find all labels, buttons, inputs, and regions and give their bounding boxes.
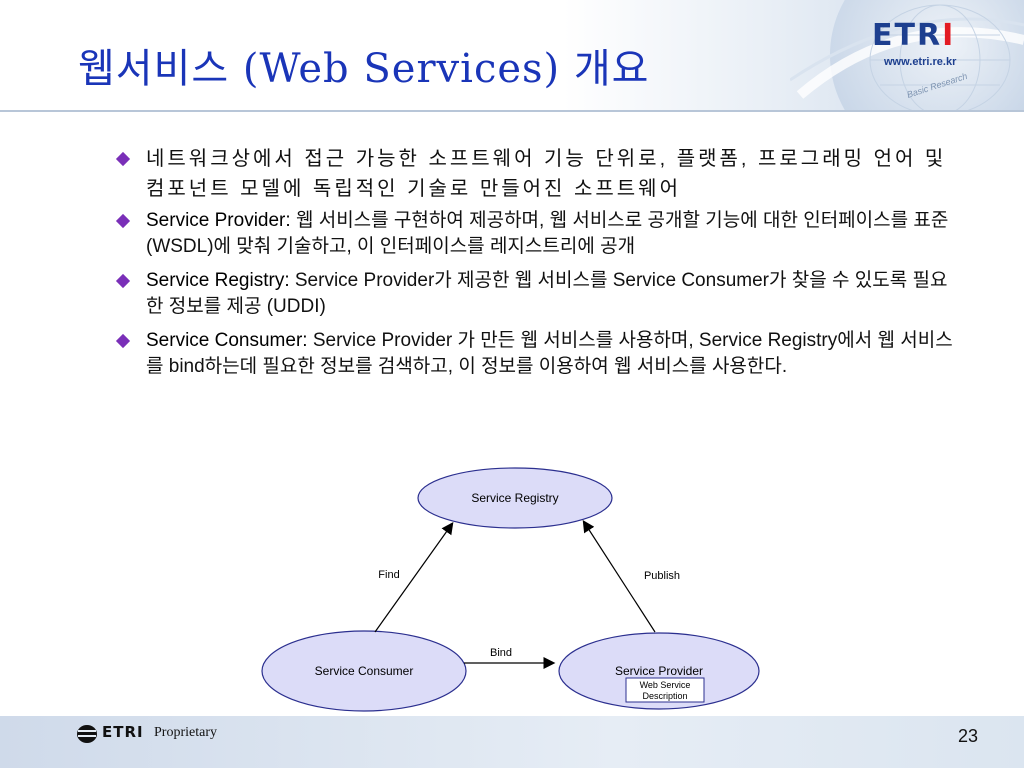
etri-footer-logo-icon — [77, 725, 97, 743]
logo-url: www.etri.re.kr — [884, 56, 957, 68]
bullet-term: Service Consumer: — [146, 330, 308, 351]
wsdl-label-line2: Description — [642, 691, 687, 701]
bullet-text: 네트워크상에서 접근 가능한 소프트웨어 기능 단위로, 플랫폼, 프로그래밍 … — [146, 148, 947, 200]
bullet-term: Service Provider: — [146, 210, 291, 231]
service-provider-label: Service Provider — [615, 664, 703, 678]
service-consumer-label: Service Consumer — [315, 664, 414, 678]
service-consumer-node — [261, 630, 467, 712]
bullet-list: 네트워크상에서 접근 가능한 소프트웨어 기능 단위로, 플랫폼, 프로그래밍 … — [115, 144, 956, 388]
bullet-service-consumer: Service Consumer: Service Provider 가 만든 … — [115, 328, 956, 380]
logo-text-main: ETR — [872, 18, 943, 53]
service-provider-node — [558, 632, 760, 710]
find-label: Find — [378, 569, 399, 581]
logo-text-end: I — [942, 18, 956, 53]
slide-footer — [0, 716, 1024, 768]
bullet-text: 웹 서비스를 구현하여 제공하며, 웹 서비스로 공개할 기능에 대한 인터페이… — [146, 210, 949, 257]
bullet-service-registry: Service Registry: Service Provider가 제공한 … — [115, 268, 956, 320]
web-service-diagram: Service Registry Service Consumer Servic… — [261, 467, 760, 712]
wsdl-label-line1: Web Service — [640, 680, 691, 690]
etri-logo: ETRI — [872, 18, 955, 53]
publish-arrow — [582, 519, 656, 633]
diamond-bullet-icon — [115, 213, 131, 229]
header-divider — [0, 110, 1024, 112]
diamond-bullet-icon — [115, 333, 131, 349]
publish-label: Publish — [644, 570, 680, 582]
bind-label: Bind — [490, 647, 512, 659]
bullet-text: Service Provider가 제공한 웹 서비스를 Service Con… — [146, 270, 948, 317]
wsdl-box — [625, 677, 705, 703]
footer-label: Proprietary — [154, 725, 217, 740]
bullet-term: Service Registry: — [146, 270, 290, 291]
diamond-bullet-icon — [115, 151, 131, 167]
bullet-definition: 네트워크상에서 접근 가능한 소프트웨어 기능 단위로, 플랫폼, 프로그래밍 … — [115, 144, 956, 204]
bullet-service-provider: Service Provider: 웹 서비스를 구현하여 제공하며, 웹 서비… — [115, 208, 956, 260]
footer-brand: ETRI — [102, 723, 144, 741]
service-registry-label: Service Registry — [471, 491, 558, 505]
diamond-bullet-icon — [115, 273, 131, 289]
service-registry-node — [417, 467, 613, 529]
page-number: 23 — [958, 726, 979, 746]
page-title: 웹서비스 (Web Services) 개요 — [78, 46, 650, 92]
find-arrow — [374, 522, 454, 633]
globe-graphic: Basic Research — [790, 0, 1024, 110]
bullet-text: Service Provider 가 만든 웹 서비스를 사용하며, Servi… — [146, 330, 953, 377]
